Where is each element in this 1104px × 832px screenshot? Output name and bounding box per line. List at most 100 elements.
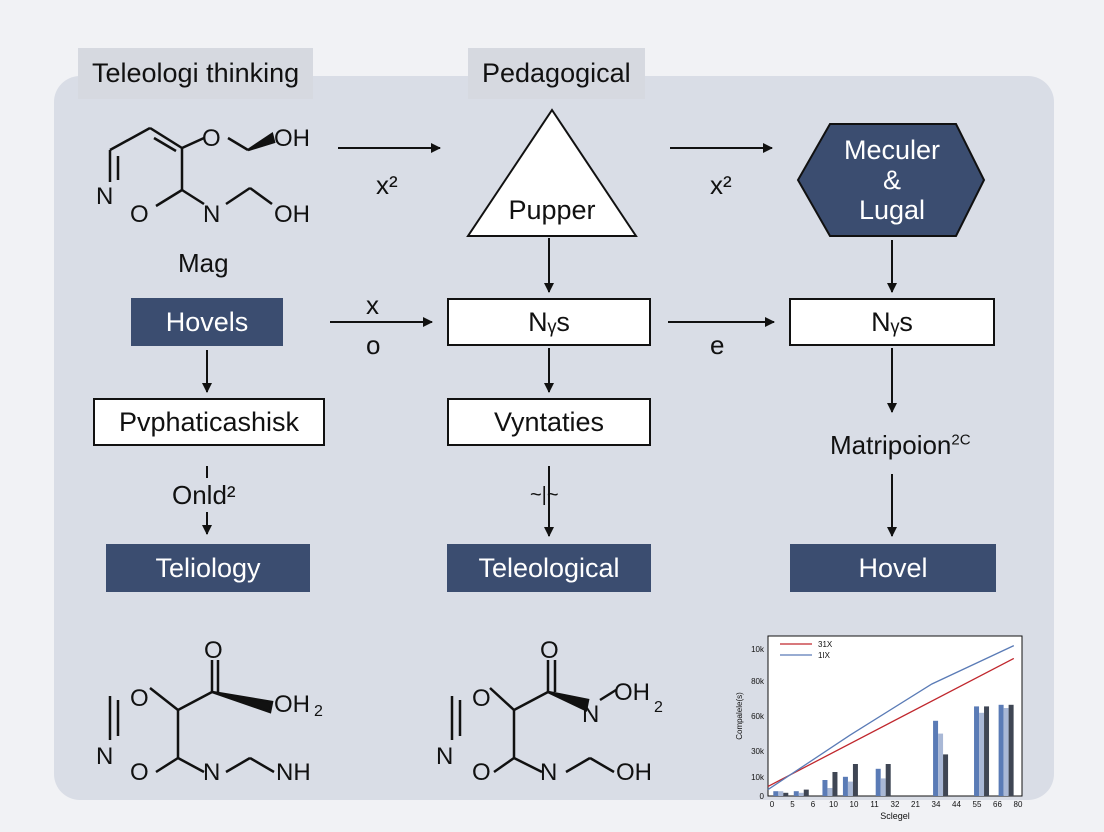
chart-bar: [885, 764, 891, 796]
chart-x-tick: 44: [952, 800, 961, 809]
chart-bar: [798, 792, 804, 796]
chart-x-tick: 6: [811, 800, 816, 809]
chart-bar: [793, 791, 799, 796]
chart-bar: [778, 791, 784, 796]
box-teleological: Teleological: [447, 544, 651, 592]
chart-y-tick: 60k: [751, 712, 765, 721]
atom: O: [130, 201, 149, 228]
chart-x-tick: 34: [932, 800, 941, 809]
text-matripoion-label: Matripoion: [830, 430, 952, 460]
box-teliology: Teliology: [106, 544, 310, 592]
chart-y-tick: 80k: [751, 677, 765, 686]
atom: O: [204, 637, 223, 664]
box-teleological-label: Teleological: [478, 552, 620, 583]
atom: OH: [274, 201, 310, 228]
hexagon-label: Meculer & Lugal: [800, 130, 984, 230]
atom: N: [96, 743, 113, 770]
chart-x-tick: 32: [891, 800, 900, 809]
box-pvphaticashisk: Pvphaticashisk: [93, 398, 325, 446]
chart-bar: [842, 776, 848, 796]
chart-bar: [773, 791, 779, 796]
chart-bar: [827, 788, 833, 796]
hexagon-line-1: Meculer: [843, 135, 941, 165]
pupper-label: Pupper: [508, 194, 596, 225]
chart-y-label: Compalele(s): [735, 692, 744, 740]
chart-x-tick: 11: [870, 800, 879, 809]
arrow-label-tilde: ~|~: [530, 484, 559, 506]
chart-x-tick: 10: [850, 800, 859, 809]
atom: O: [130, 759, 149, 786]
box-pvphaticashisk-label: Pvphaticashisk: [118, 406, 300, 437]
atom: O: [130, 685, 149, 712]
box-hovel: Hovel: [790, 544, 996, 592]
chart-bar: [832, 772, 838, 796]
chart-bar: [875, 768, 881, 796]
chart-legend-label: 31X: [818, 640, 833, 649]
chart-x-label: Sclegel: [880, 811, 910, 821]
atom: N: [436, 743, 453, 770]
atom: O: [202, 125, 221, 152]
chart-series-line: [767, 657, 1015, 787]
atom: OH: [616, 759, 652, 786]
chart-x-tick: 5: [790, 800, 795, 809]
chart-x-tick: 0: [770, 800, 775, 809]
atom-subscript: 2: [314, 703, 323, 720]
chart-bar: [998, 704, 1004, 796]
text-matripoion: Matripoion2C: [830, 430, 971, 461]
chart-y-tick: 0: [760, 792, 765, 801]
chart-bar: [938, 733, 944, 796]
chart-bar: [1003, 708, 1009, 796]
bottom-left-molecule-atoms: O N O O OH 2 N NH: [96, 637, 323, 786]
arrow-label-e: e: [710, 330, 725, 360]
atom: N: [96, 183, 113, 210]
arrow-label-x2-left: x²: [376, 170, 398, 200]
box-nys-center-label: Nᵧs: [528, 306, 570, 337]
box-hovel-label: Hovel: [858, 552, 928, 583]
chart-bar: [984, 706, 990, 796]
chart-x-tick: 80: [1014, 800, 1023, 809]
chart-bar: [852, 764, 858, 796]
atom: O: [472, 685, 491, 712]
atom: N: [582, 701, 599, 728]
chart-y-tick: 10k: [751, 645, 765, 654]
top-molecule: [108, 126, 276, 208]
meculer-hexagon: [796, 123, 986, 237]
chart-y-tick: 30k: [751, 747, 765, 756]
atom: N: [540, 759, 557, 786]
box-hovels: Hovels: [131, 298, 283, 346]
chart-y-tick: 10k: [751, 773, 765, 782]
box-vyntaties: Vyntaties: [447, 398, 651, 446]
chart-bar: [803, 789, 809, 796]
hexagon-line-3: Lugal: [858, 195, 926, 225]
chart-x-tick: 21: [911, 800, 920, 809]
atom: OH: [274, 125, 310, 152]
atom: NH: [276, 759, 311, 786]
bottom-center-molecule: [450, 660, 617, 774]
atom: O: [540, 637, 559, 664]
chart-bar: [847, 781, 853, 796]
chart-x-tick: 10: [829, 800, 838, 809]
arrow-label-x2-right: x²: [710, 170, 732, 200]
chart-bar: [822, 780, 828, 796]
chart-bar: [974, 706, 980, 796]
box-hovels-label: Hovels: [165, 306, 249, 337]
pupper-triangle: [466, 108, 638, 237]
bottom-center-molecule-atoms: O N O O N OH 2 N OH: [436, 637, 663, 786]
hexagon-line-2: &: [882, 165, 901, 195]
atom: OH: [614, 679, 650, 706]
box-nys-center: Nᵧs: [447, 298, 651, 346]
chart-bar: [783, 792, 789, 796]
header-teleological-thinking: Teleologi thinking: [78, 48, 314, 99]
header-center-label: Pedagogical: [482, 58, 631, 88]
atom: N: [203, 201, 220, 228]
atom: OH: [274, 691, 310, 718]
chart-series-line: [767, 645, 1015, 791]
box-nys-right-label: Nᵧs: [871, 306, 913, 337]
box-teliology-label: Teliology: [155, 552, 261, 583]
bottom-left-molecule: [108, 660, 275, 774]
atom: O: [472, 759, 491, 786]
